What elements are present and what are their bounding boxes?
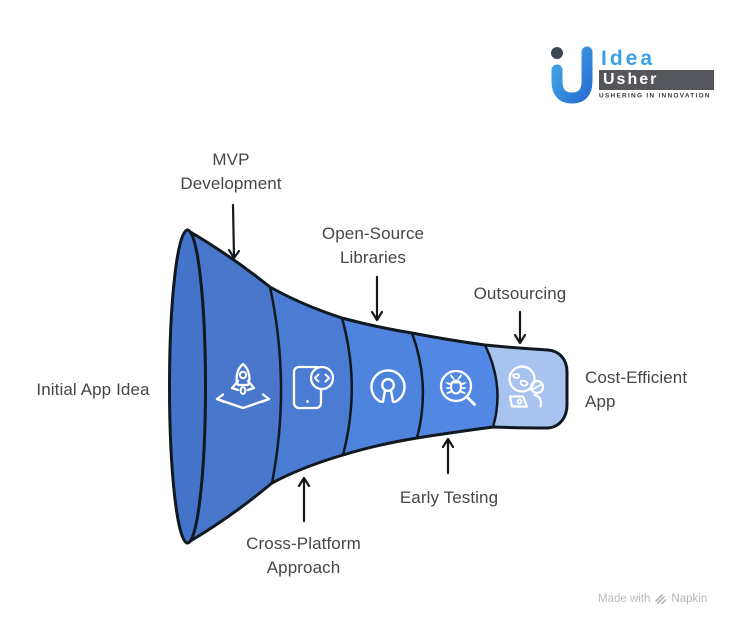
funnel-input-label: Initial App Idea xyxy=(36,380,150,399)
globe-laptop-icon xyxy=(508,365,545,408)
funnel-output-label: Cost-Efficient App xyxy=(585,368,688,411)
funnel-outline xyxy=(185,228,569,545)
bug-magnifier-icon xyxy=(439,369,476,406)
stage-label-early-testing: Early Testing xyxy=(399,488,499,507)
made-with-napkin: Made with Napkin xyxy=(598,592,707,605)
arrow-cross-platform xyxy=(297,476,311,523)
idea-usher-logo-mark-icon xyxy=(551,46,593,104)
funnel-mouth-ellipse xyxy=(168,228,207,545)
rocket-launch-icon xyxy=(215,362,271,410)
funnel-segment-4 xyxy=(412,333,498,438)
napkin-icon xyxy=(655,594,667,605)
made-with-text: Made with xyxy=(598,592,651,605)
stage-label-mvp-development: MVP Development xyxy=(180,150,282,193)
logo-brand-top: Idea xyxy=(601,47,656,70)
arrow-mvp-development xyxy=(227,203,241,260)
funnel-segment-2 xyxy=(270,287,352,483)
divider-1 xyxy=(268,285,283,485)
divider-2 xyxy=(340,316,353,457)
idea-usher-logo: Idea Usher USHERING IN INNOVATION xyxy=(543,40,721,110)
arrow-outsourcing xyxy=(513,310,527,345)
funnel-segment-5 xyxy=(485,345,567,428)
phone-code-icon xyxy=(292,365,335,410)
divider-3 xyxy=(410,331,425,440)
stage-label-outsourcing: Outsourcing xyxy=(473,284,567,303)
open-source-icon xyxy=(370,369,406,403)
arrow-open-source-libraries xyxy=(370,275,384,322)
napkin-brand-text: Napkin xyxy=(671,592,708,605)
stage-label-cross-platform-approach: Cross-Platform Approach xyxy=(246,534,361,577)
stage-label-open-source-libraries: Open-Source Libraries xyxy=(321,224,425,267)
funnel-dividers xyxy=(268,285,499,485)
logo-brand-bottom: Usher xyxy=(599,70,714,90)
divider-4 xyxy=(483,343,499,429)
annotation-arrows xyxy=(227,203,527,523)
logo-tagline: USHERING IN INNOVATION xyxy=(599,93,711,100)
arrow-early-testing xyxy=(441,437,455,475)
funnel-segments xyxy=(187,230,567,543)
